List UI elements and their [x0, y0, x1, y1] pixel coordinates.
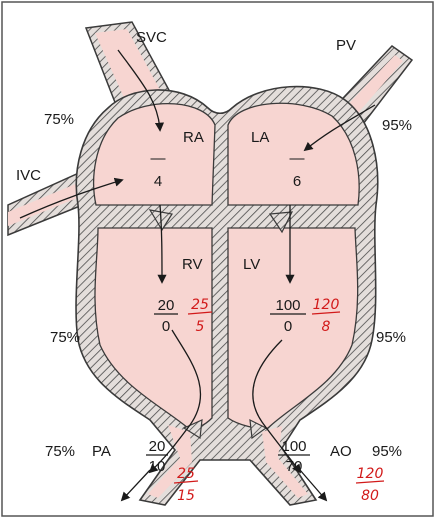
pulmonary-valve [182, 419, 203, 440]
ao-pressure: 100 70 [278, 438, 310, 475]
lv-to-ao-arrow [252, 339, 302, 474]
rv-pressure: 20 0 [154, 297, 178, 335]
pv-lumen [340, 55, 403, 120]
pv-label: PV [336, 37, 356, 54]
ao-exit-arrow [299, 469, 328, 502]
lv-pressure-top: 100 [275, 297, 300, 314]
ao-handwritten-top: 120 [357, 466, 384, 482]
left-atrium-chamber [227, 102, 360, 206]
lv-handwritten-bottom: 8 [322, 319, 331, 335]
lv-handwritten-pressure: 120 8 [311, 297, 341, 335]
ra-pressure-top: — [151, 150, 166, 167]
pa-handwritten-bar [173, 480, 199, 484]
pa-pressure-bottom: 10 [149, 458, 166, 475]
rv-pressure-top: 20 [158, 297, 175, 314]
lv-handwritten-bar [311, 311, 341, 315]
saturation-pa-side: 75% [45, 443, 75, 460]
ao-handwritten-bottom: 80 [361, 488, 379, 504]
pa-label: PA [92, 443, 111, 460]
rv-to-pa-arrow [148, 329, 202, 474]
svc-flow-arrow [117, 49, 165, 132]
rv-handwritten-bar [187, 311, 213, 315]
lv-label: LV [243, 256, 260, 273]
saturation-venous-left: 75% [44, 111, 74, 128]
pulmonary-artery-lumen [148, 425, 192, 498]
rv-handwritten-bottom: 5 [196, 319, 205, 335]
pa-handwritten-top: 25 [177, 466, 195, 482]
rv-handwritten-pressure: 25 5 [187, 297, 213, 335]
lv-pressure-bottom: 0 [284, 318, 292, 335]
pa-pressure-top: 20 [149, 438, 166, 455]
aortic-valve [249, 418, 268, 440]
la-label: LA [251, 129, 269, 146]
pa-exit-arrow [120, 469, 151, 502]
ao-pressure-top: 100 [281, 438, 306, 455]
saturation-ao-side: 95% [372, 443, 402, 460]
pv-flow-arrow [303, 104, 376, 152]
la-pressure: — 6 [290, 150, 305, 190]
ao-handwritten-pressure: 120 80 [355, 466, 385, 504]
rv-label: RV [182, 256, 203, 273]
saturation-pulmonary-right: 95% [382, 117, 412, 134]
saturation-lv-side: 95% [376, 329, 406, 346]
ivc-flow-arrow [19, 177, 124, 219]
ra-pressure: — 4 [151, 150, 166, 190]
right-atrium-chamber [93, 102, 216, 206]
la-pressure-bottom: 6 [293, 173, 301, 190]
ao-handwritten-bar [355, 480, 385, 484]
ivc-label: IVC [16, 167, 41, 184]
ao-pressure-bottom: 70 [286, 458, 303, 475]
rv-pressure-bottom: 0 [162, 318, 170, 335]
pa-pressure: 20 10 [146, 438, 168, 475]
la-pressure-top: — [290, 150, 305, 167]
svc-lumen [95, 29, 160, 100]
lv-pressure: 100 0 [270, 297, 306, 335]
mitral-valve [268, 211, 294, 234]
svc-label: SVC [136, 29, 167, 46]
ra-pressure-bottom: 4 [154, 173, 162, 190]
saturation-rv-side: 75% [50, 329, 80, 346]
pa-handwritten-pressure: 25 15 [173, 466, 199, 504]
ao-label: AO [330, 443, 352, 460]
rv-handwritten-top: 25 [191, 297, 209, 313]
pa-handwritten-bottom: 15 [177, 488, 195, 504]
aorta-lumen [262, 426, 308, 498]
ra-to-rv-arrow [157, 204, 167, 284]
ra-label: RA [183, 129, 204, 146]
lv-handwritten-top: 120 [313, 297, 340, 313]
